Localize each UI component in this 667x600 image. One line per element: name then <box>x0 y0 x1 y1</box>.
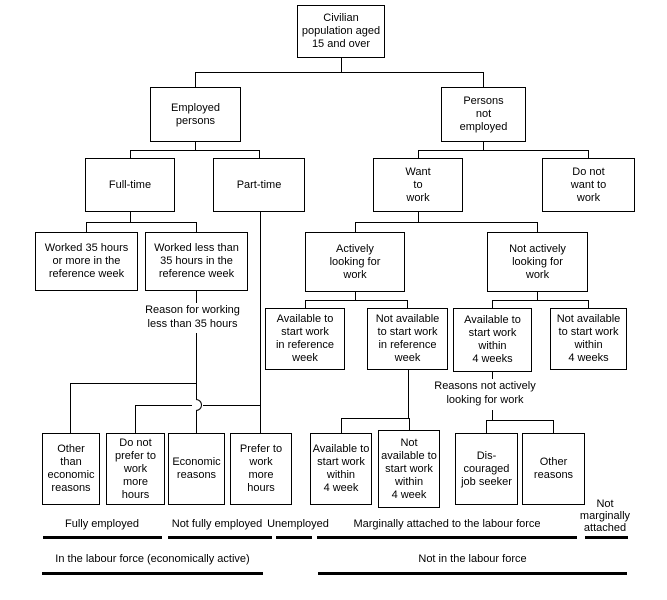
node-persons-not-employed: Persons not employed <box>441 87 526 142</box>
connector-line <box>70 383 196 384</box>
connector-line <box>203 405 260 406</box>
node-full-time: Full-time <box>85 158 175 212</box>
node-not-available-within-4-week: Not available to start work within 4 wee… <box>378 430 440 508</box>
category-label-unemployed: Unemployed <box>267 518 329 530</box>
node-do-not-want-to-work: Do not want to work <box>542 158 635 212</box>
node-available-within-4-weeks: Available to start work within 4 weeks <box>453 308 532 372</box>
node-civilian-population: Civilian population aged 15 and over <box>297 5 385 58</box>
line-crossing-hop <box>196 399 202 411</box>
node-not-available-reference-week: Not available to start work in reference… <box>367 308 448 370</box>
connector-line <box>130 150 131 158</box>
connector-line <box>130 150 260 151</box>
node-do-not-prefer-more-hours: Do not prefer to work more hours <box>106 433 165 505</box>
connector-line <box>588 150 589 158</box>
connector-line <box>355 222 356 232</box>
node-other-than-economic-reasons: Other than economic reasons <box>42 433 100 505</box>
connector-line <box>341 418 409 419</box>
connector-line <box>196 222 197 232</box>
annotation-reasons-not-actively-looking: Reasons not actively looking for work <box>425 379 545 407</box>
summary-bar-not-in-labour-force <box>318 572 627 575</box>
connector-line <box>407 300 408 308</box>
node-actively-looking: Actively looking for work <box>305 232 405 292</box>
connector-line <box>537 222 538 232</box>
connector-line <box>195 72 196 87</box>
connector-line <box>86 222 87 232</box>
node-worked-35-or-more: Worked 35 hours or more in the reference… <box>35 232 138 291</box>
connector-line <box>355 222 537 223</box>
category-label-not-fully-employed: Not fully employed <box>171 518 263 530</box>
connector-line <box>86 222 196 223</box>
connector-line <box>305 300 306 308</box>
node-not-actively-looking: Not actively looking for work <box>487 232 588 292</box>
connector-line <box>409 418 410 430</box>
node-employed-persons: Employed persons <box>150 87 241 142</box>
category-bar-not-fully-employed <box>168 536 272 539</box>
category-label-not-marginally-attached: Not marginally attached <box>579 498 631 534</box>
connector-line <box>195 72 483 73</box>
connector-line <box>492 372 493 379</box>
connector-line <box>486 420 487 433</box>
connector-line <box>196 411 197 433</box>
connector-line <box>408 370 409 418</box>
node-discouraged-job-seeker: Dis- couraged job seeker <box>455 433 518 505</box>
connector-line <box>341 418 342 433</box>
connector-line <box>483 72 484 87</box>
connector-line <box>341 58 342 72</box>
node-prefer-more-hours: Prefer to work more hours <box>230 433 292 505</box>
node-part-time: Part-time <box>213 158 305 212</box>
node-available-reference-week: Available to start work in reference wee… <box>265 308 345 370</box>
node-want-to-work: Want to work <box>373 158 463 212</box>
node-not-available-within-4-weeks: Not available to start work within 4 wee… <box>550 308 627 370</box>
summary-label-not-in-labour-force: Not in the labour force <box>418 553 527 565</box>
connector-line <box>196 333 197 399</box>
category-label-marginally-attached: Marginally attached to the labour force <box>353 518 541 530</box>
connector-line <box>130 212 131 222</box>
category-bar-marginally-attached <box>317 536 577 539</box>
connector-line <box>418 150 419 158</box>
connector-line <box>418 212 419 222</box>
connector-line <box>486 420 553 421</box>
connector-line <box>259 150 260 158</box>
node-economic-reasons: Economic reasons <box>168 433 225 505</box>
connector-line <box>492 300 493 308</box>
summary-bar-in-labour-force <box>42 572 263 575</box>
connector-line <box>355 292 356 300</box>
connector-line <box>260 212 261 433</box>
category-bar-unemployed <box>276 536 312 539</box>
connector-line <box>135 405 136 433</box>
connector-line <box>305 300 407 301</box>
category-label-fully-employed: Fully employed <box>65 518 139 530</box>
connector-line <box>70 383 71 433</box>
connector-line <box>537 292 538 300</box>
category-bar-not-marginally-attached <box>585 536 628 539</box>
connector-line <box>418 150 588 151</box>
node-other-reasons: Other reasons <box>522 433 585 505</box>
connector-line <box>195 142 196 150</box>
connector-line <box>196 291 197 303</box>
connector-line <box>588 300 589 308</box>
node-worked-less-35: Worked less than 35 hours in the referen… <box>145 232 248 291</box>
annotation-reason-working-less-35: Reason for working less than 35 hours <box>140 303 245 331</box>
connector-line <box>492 410 493 420</box>
category-bar-fully-employed <box>43 536 162 539</box>
connector-line <box>492 300 588 301</box>
summary-label-in-labour-force: In the labour force (economically active… <box>55 553 250 565</box>
connector-line <box>135 405 192 406</box>
connector-line <box>553 420 554 433</box>
node-available-within-4-week: Available to start work within 4 week <box>310 433 372 505</box>
connector-line <box>483 142 484 150</box>
